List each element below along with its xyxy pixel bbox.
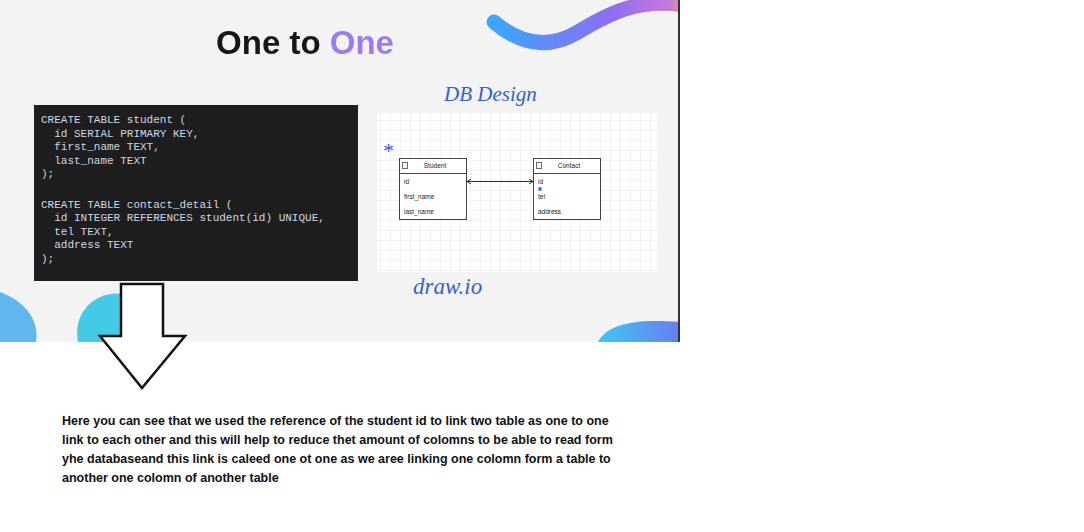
table-field: first_name [400,189,466,204]
slide-ground [0,0,680,342]
corner-blob [598,321,678,342]
handwritten-note: DB Design [444,82,537,107]
relation-line [467,181,533,182]
table-field: id [400,174,466,189]
slide-title: One to One [216,24,394,62]
code-block: CREATE TABLE student ( id SERIAL PRIMARY… [34,105,358,281]
wave-shape [494,3,678,42]
table-field: address [534,204,600,219]
code-line: id SERIAL PRIMARY KEY, [41,128,350,142]
table-icon [536,162,542,169]
code-line: last_name TEXT [41,155,350,169]
code-line: CREATE TABLE contact_detail ( [41,199,350,213]
code-line: ); [41,168,350,182]
field-dot [538,187,542,191]
grid-panel [377,113,657,272]
handwritten-note: draw.io [413,274,482,300]
entity-table: Studentidfirst_namelast_name [399,158,467,220]
table-header: Student [400,159,466,174]
code-line: ); [41,253,350,267]
down-arrow [100,284,185,388]
table-icon [402,162,408,169]
slide-edge [678,0,680,342]
code-line: CREATE TABLE student ( [41,114,350,128]
table-field: tel [534,189,600,204]
corner-blob [0,292,37,342]
code-line: tel TEXT, [41,226,350,240]
grid-lines [377,113,657,272]
code-gap [41,182,350,199]
title-wrap: One to One [155,24,455,62]
entity-table: Contactidteladdress [533,158,601,220]
code-line: id INTEGER REFERENCES student(id) UNIQUE… [41,212,350,226]
code-line: address TEXT [41,239,350,253]
explanation-note: Here you can see that we used the refere… [62,412,614,488]
code-line: first_name TEXT, [41,141,350,155]
table-field: last_name [400,204,466,219]
arrow-head [467,179,471,184]
table-header: Contact [534,159,600,174]
table-field: id [534,174,600,189]
asterisk-mark: * [382,138,393,164]
